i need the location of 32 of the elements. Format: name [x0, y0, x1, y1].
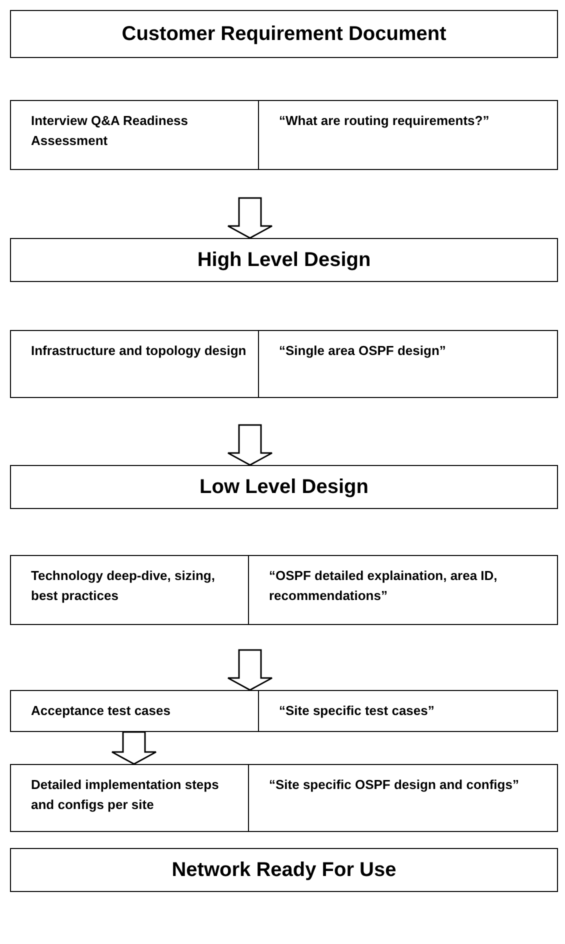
stage-box	[10, 465, 558, 509]
stage-title: Low Level Design	[200, 476, 368, 498]
table-cell	[10, 764, 250, 832]
table-cell	[248, 555, 558, 625]
block-arrow	[111, 731, 157, 765]
stage-title: Customer Requirement Document	[122, 22, 446, 46]
table-cell	[258, 100, 558, 170]
cell-text: “What are routing requirements?”	[279, 112, 490, 130]
table-cell	[10, 330, 260, 398]
cell-text: “OSPF detailed explaination, area ID, recommendations”	[269, 567, 498, 605]
cell-text: Infrastructure and topology design	[31, 342, 247, 360]
stage-box	[10, 238, 558, 282]
stage-box	[10, 848, 558, 892]
table-cell	[248, 764, 558, 832]
cell-text: Acceptance test cases	[31, 702, 172, 720]
table-cell	[10, 555, 250, 625]
stage-title: Network Ready For Use	[172, 858, 396, 882]
cell-text: Technology deep-dive, sizing, best practices	[31, 567, 216, 605]
table-cell	[10, 690, 260, 732]
cell-text: Detailed implementation steps and configs per site	[31, 776, 220, 814]
stage-title: High Level Design	[197, 248, 371, 272]
table-cell	[258, 330, 558, 398]
table-cell	[10, 100, 260, 170]
block-arrow	[227, 197, 273, 239]
cell-text: Interview Q&A Readiness Assessment	[31, 112, 190, 150]
cell-text: “Site specific test cases”	[279, 702, 436, 720]
block-arrow	[227, 424, 273, 466]
table-cell	[258, 690, 558, 732]
cell-text: “Single area OSPF design”	[279, 342, 447, 360]
stage-box	[10, 10, 558, 58]
cell-text: “Site specific OSPF design and configs”	[269, 776, 520, 794]
block-arrow	[227, 649, 273, 691]
